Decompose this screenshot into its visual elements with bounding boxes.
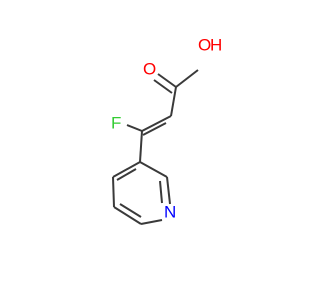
- ring-bond-d: [140, 219, 163, 225]
- bond-c3-f: [126, 124, 143, 132]
- hydroxyl-oxygen-label: O: [198, 35, 211, 54]
- ring-bond-c-inner: [119, 203, 142, 218]
- ring-bond-c: [113, 206, 142, 225]
- ring-bond-a: [112, 161, 141, 178]
- bond-c3-ring: [139, 130, 143, 163]
- molecule-structure-canvas: O H O F N: [111, 35, 222, 225]
- ring-nitrogen-label: N: [164, 202, 176, 221]
- ring-bond-a-inner: [116, 168, 137, 181]
- fluorine-label: F: [111, 113, 121, 132]
- bond-c2-c3-inner: [142, 122, 167, 136]
- ring-bond-f: [139, 161, 168, 178]
- bond-c1-c2: [170, 86, 177, 117]
- bond-c1-o-double-b: [153, 79, 173, 94]
- bond-c1-o-double-a: [157, 73, 177, 88]
- bond-c1-oh: [175, 69, 199, 88]
- bond-c2-c3: [141, 115, 172, 132]
- ring-bond-b: [112, 176, 115, 208]
- ring-bond-e-inner: [159, 180, 163, 204]
- hydroxyl-hydrogen-label: H: [210, 35, 222, 54]
- carbonyl-oxygen-label: O: [143, 59, 156, 78]
- ring-bond-e: [166, 176, 171, 205]
